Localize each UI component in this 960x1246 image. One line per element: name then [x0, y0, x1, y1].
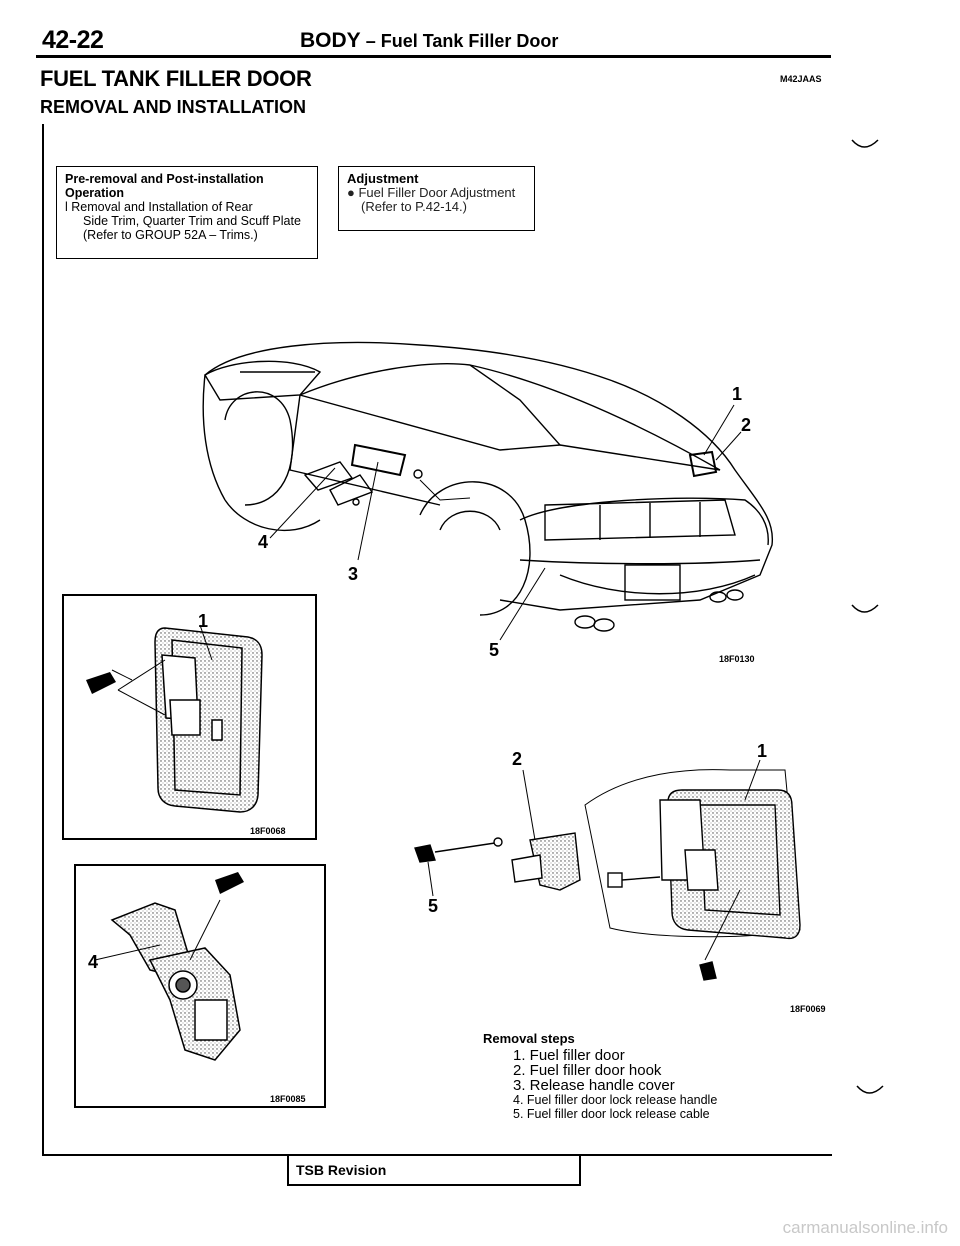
header-section: BODY — [300, 29, 361, 52]
exploded-callout-2: 2 — [512, 749, 522, 769]
figure-code-inset-handle: 18F0085 — [270, 1094, 306, 1104]
callout-5: 5 — [489, 640, 499, 660]
callout-3: 3 — [348, 564, 358, 584]
header-topic: Fuel Tank Filler Door — [380, 31, 559, 51]
list-item: 5. Fuel filler door lock release cable — [513, 1107, 710, 1121]
inset-handle-callout-4: 4 — [88, 952, 98, 972]
adjustment-heading: Adjustment — [347, 171, 419, 186]
figure-code-main: 18F0130 — [719, 654, 755, 664]
section-title: FUEL TANK FILLER DOOR — [40, 66, 312, 91]
pre-removal-item-line-3: (Refer to GROUP 52A – Trims.) — [83, 228, 258, 242]
bullet-icon: ● — [347, 185, 355, 200]
inset-door-callout-1: 1 — [198, 611, 208, 631]
exploded-callout-5: 5 — [428, 896, 438, 916]
callout-4: 4 — [258, 532, 268, 552]
header-dash: – — [365, 31, 376, 51]
list-item: 1. Fuel filler door — [513, 1047, 625, 1064]
removal-steps-list: 1. Fuel filler door 2. Fuel filler door … — [513, 1048, 717, 1121]
figure-code-exploded: 18F0069 — [790, 1004, 826, 1014]
grease-gun-icon — [215, 872, 244, 894]
figure-code-inset-door: 18F0068 — [250, 826, 286, 836]
inset-fuel-filler-door — [62, 594, 317, 840]
adjustment-box: Adjustment ● Fuel Filler Door Adjustment… — [338, 166, 535, 231]
pre-removal-item: l Removal and Installation of Rear — [65, 200, 253, 214]
section-code: M42JAAS — [780, 74, 822, 84]
pre-removal-item-line-2: Side Trim, Quarter Trim and Scuff Plate — [83, 214, 301, 228]
callout-1: 1 — [732, 384, 742, 404]
inset-release-handle — [74, 864, 326, 1108]
removal-steps: Removal steps 1. Fuel filler door 2. Fue… — [483, 1031, 717, 1121]
page-number: 42-22 — [42, 26, 104, 54]
tsb-revision-box: TSB Revision — [287, 1156, 581, 1186]
adjustment-item: ● Fuel Filler Door Adjustment — [347, 185, 516, 200]
callout-2: 2 — [741, 415, 751, 435]
section-subtitle: REMOVAL AND INSTALLATION — [40, 97, 306, 117]
left-margin-rule — [42, 124, 44, 1154]
list-item: 2. Fuel filler door hook — [513, 1062, 662, 1079]
footer-rule — [42, 1154, 832, 1156]
pre-removal-heading-1: Pre-removal and Post-installation — [65, 172, 264, 186]
pre-removal-heading-2: Operation — [65, 186, 125, 200]
grease-gun-icon — [86, 672, 116, 694]
watermark: carmanualsonline.info — [782, 1218, 948, 1237]
exploded-callout-1: 1 — [757, 741, 767, 761]
list-item: 3. Release handle cover — [513, 1077, 675, 1094]
bullet-icon: l — [65, 200, 68, 214]
removal-steps-title: Removal steps — [483, 1031, 575, 1046]
adjustment-item-line-2: (Refer to P.42-14.) — [361, 199, 467, 214]
list-item: 4. Fuel filler door lock release handle — [513, 1093, 718, 1107]
page-header-title: BODY – Fuel Tank Filler Door — [300, 29, 558, 53]
header-rule — [36, 55, 831, 58]
pre-removal-box: Pre-removal and Post-installation Operat… — [56, 166, 318, 259]
